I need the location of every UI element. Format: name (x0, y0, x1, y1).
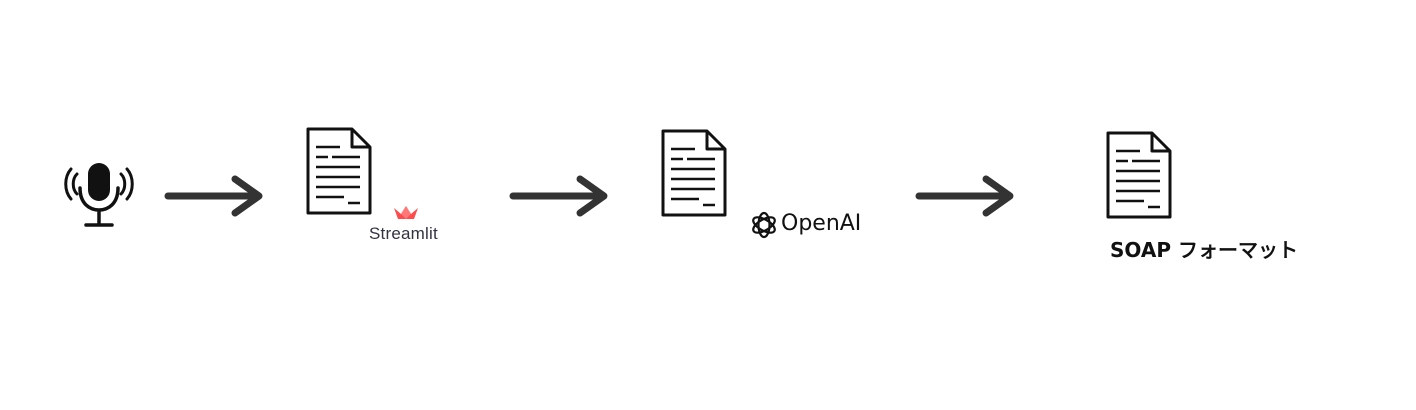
arrow-right-icon (509, 175, 610, 217)
soap-document-icon (1104, 131, 1174, 221)
transcript-document-icon (304, 127, 374, 217)
streamlit-label: Streamlit (369, 224, 438, 243)
arrow-right-icon (915, 175, 1016, 217)
summary-document-icon (659, 129, 729, 219)
openai-label: OpenAI (781, 211, 862, 236)
microphone-icon (62, 158, 138, 232)
streamlit-logo-icon (392, 204, 420, 220)
arrow-right-icon (164, 175, 265, 217)
openai-logo-icon (748, 209, 780, 241)
soap-format-label: SOAP フォーマット (1110, 238, 1298, 262)
